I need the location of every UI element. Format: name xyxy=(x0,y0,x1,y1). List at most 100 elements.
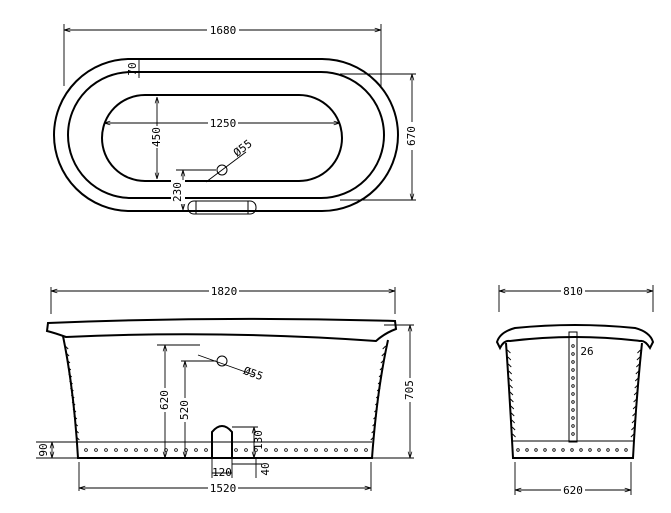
rivet xyxy=(571,376,575,380)
end-seam-strip xyxy=(568,331,578,443)
hatch-mark xyxy=(74,422,79,427)
rivet xyxy=(264,448,268,452)
rivet xyxy=(570,448,574,452)
rivet xyxy=(534,448,538,452)
dim-label-plan-diameter: Ø55 xyxy=(231,137,255,159)
rivet xyxy=(364,448,368,452)
hatch-mark xyxy=(509,391,514,396)
dim-label-130: 130 xyxy=(252,430,265,450)
hatch-mark xyxy=(636,356,641,361)
rivet xyxy=(174,448,178,452)
hatch-mark xyxy=(632,412,636,417)
hatch-mark xyxy=(375,394,380,399)
dim-label-520: 520 xyxy=(178,400,191,420)
side-body xyxy=(62,335,389,459)
tub-outer-outline xyxy=(53,58,399,212)
hatch-mark xyxy=(634,384,639,389)
basin-outline xyxy=(101,94,343,182)
dim-label-1520: 1520 xyxy=(210,482,237,495)
tub-rim-inner-outline xyxy=(67,71,385,199)
hatch-mark xyxy=(69,380,73,385)
hatch-mark xyxy=(636,363,640,368)
rivet xyxy=(324,448,328,452)
hatch-mark xyxy=(75,429,79,434)
rivet xyxy=(571,392,575,396)
dim-label-1680: 1680 xyxy=(210,24,237,37)
rivet xyxy=(571,352,575,356)
hatch-mark xyxy=(507,363,512,368)
hatch-mark xyxy=(381,352,386,357)
rivet xyxy=(571,424,575,428)
hatch-mark xyxy=(380,359,385,364)
dim-label-705: 705 xyxy=(403,380,416,400)
dim-label-810: 810 xyxy=(563,285,583,298)
hatch-mark xyxy=(375,401,379,406)
rivet xyxy=(104,448,108,452)
hatch-mark xyxy=(76,436,80,441)
dim-label-620-width: 620 xyxy=(563,484,583,497)
side-overflow-circle xyxy=(216,355,228,367)
rivet xyxy=(154,448,158,452)
rivet xyxy=(516,448,520,452)
hatch-mark xyxy=(630,433,635,438)
rivet xyxy=(571,416,575,420)
side-waste-outlet xyxy=(211,425,233,458)
rivet xyxy=(552,448,556,452)
dim-label-26: 26 xyxy=(580,345,593,358)
rivet xyxy=(571,344,575,348)
rivet xyxy=(571,360,575,364)
hatch-mark xyxy=(67,366,72,371)
hatch-mark xyxy=(379,366,384,371)
hatch-mark xyxy=(509,384,513,389)
side-rim xyxy=(45,317,398,343)
dim-label-230: 230 xyxy=(171,182,184,202)
rivet xyxy=(204,448,208,452)
rivet xyxy=(114,448,118,452)
rivet xyxy=(588,448,592,452)
rivet xyxy=(606,448,610,452)
hatch-mark xyxy=(64,345,69,350)
rivet xyxy=(543,448,547,452)
rivet xyxy=(624,448,628,452)
rivet xyxy=(571,432,575,436)
hatch-mark xyxy=(631,426,635,431)
hatch-mark xyxy=(378,373,383,378)
hatch-mark xyxy=(71,401,76,406)
hatch-mark xyxy=(511,426,516,431)
hatch-mark xyxy=(633,398,637,403)
rivet xyxy=(525,448,529,452)
hatch-mark xyxy=(508,370,513,375)
end-view: 810 620 26 xyxy=(495,284,655,497)
rivet xyxy=(134,448,138,452)
rivet xyxy=(561,448,565,452)
dim-label-90: 90 xyxy=(37,443,50,456)
hatch-mark xyxy=(70,387,74,392)
hatch-mark xyxy=(632,405,637,410)
rivet xyxy=(284,448,288,452)
rivet xyxy=(334,448,338,452)
rivet xyxy=(84,448,88,452)
hatch-mark xyxy=(507,356,512,361)
rivet xyxy=(597,448,601,452)
dim-label-620-height: 620 xyxy=(158,390,171,410)
hatch-mark xyxy=(510,412,515,417)
hatch-mark xyxy=(371,429,375,434)
rivet xyxy=(274,448,278,452)
hatch-mark xyxy=(382,345,387,350)
rivet xyxy=(304,448,308,452)
hatch-mark xyxy=(510,398,514,403)
dim-label-40: 40 xyxy=(259,462,272,475)
hatch-mark xyxy=(376,387,381,392)
rivet xyxy=(579,448,583,452)
rivet xyxy=(354,448,358,452)
hatch-mark xyxy=(374,408,378,413)
hatch-mark xyxy=(370,436,375,441)
hatch-mark xyxy=(73,415,78,420)
hatch-mark xyxy=(70,394,75,399)
plan-waste-circle xyxy=(216,164,228,176)
rivet xyxy=(124,448,128,452)
rivet xyxy=(571,384,575,388)
hatch-mark xyxy=(72,408,77,413)
end-rim xyxy=(495,324,655,351)
